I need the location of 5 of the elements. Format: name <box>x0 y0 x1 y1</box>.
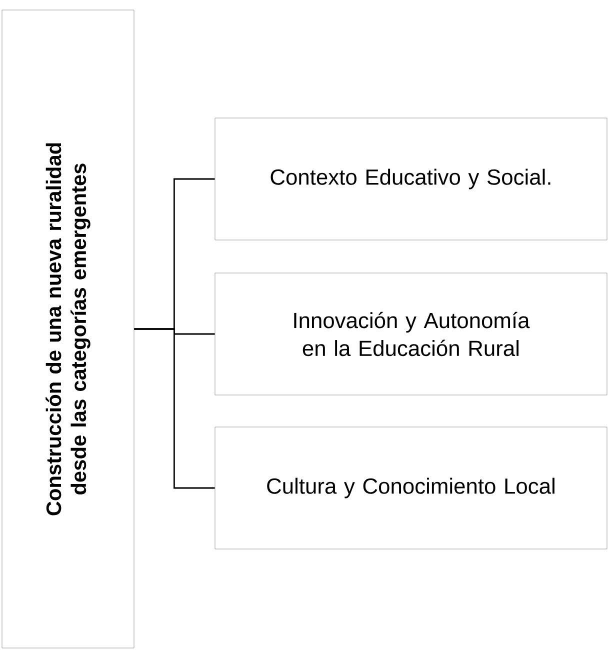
category-box: Construcción de una nueva ruralidad desde las categorías emergentes <box>2 10 134 648</box>
connector-line <box>134 328 215 489</box>
category-box: Innovación y Autonomía en la Educación Rural <box>214 272 608 396</box>
category-box: Cultura y Conocimiento Local <box>214 426 608 550</box>
category-box: Contexto Educativo y Social. <box>214 118 608 240</box>
